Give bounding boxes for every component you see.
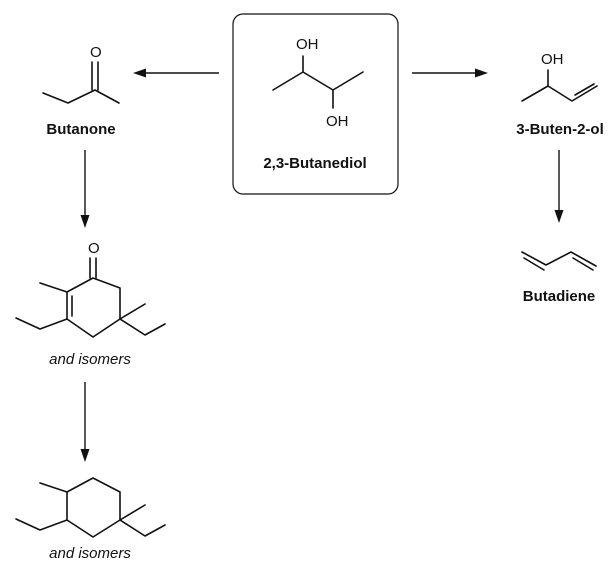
butanone-skeleton: [42, 89, 120, 104]
cyclohexenone-methyl-right: [119, 303, 146, 320]
cyclohexenone-ring: [66, 277, 121, 338]
butanone-oxygen: O: [90, 44, 102, 61]
cyclohexane-methyl: [39, 482, 68, 493]
butenol-name: 3-Buten-2-ol: [516, 121, 604, 138]
butadiene-double-right: [572, 257, 594, 271]
butanone-group: O Butanone: [42, 44, 120, 138]
butenol-oh: OH: [541, 51, 564, 68]
butanediol-box: [232, 13, 399, 195]
arrow-to-cyclohexane: [80, 382, 90, 462]
cyclohexenone-ethyl-left: [15, 317, 68, 330]
butanediol-skeleton: [272, 71, 364, 91]
cyclohexenone-carbonyl: [89, 257, 97, 279]
butanediol-oh-bottom: OH: [326, 113, 349, 130]
cyclohexane-ethyl-left: [15, 518, 68, 531]
cyclohexane-isomers-note: and isomers: [49, 545, 131, 562]
arrow-to-cyclohexenone: [80, 150, 90, 228]
cyclohexane-group: and isomers: [15, 477, 166, 562]
butenol-skeleton: [521, 85, 598, 102]
cyclohexane-ethyl-right: [119, 519, 166, 537]
cyclohexenone-methyl: [39, 282, 68, 293]
butadiene-name: Butadiene: [523, 288, 596, 305]
butanediol-oh-top: OH: [296, 36, 319, 53]
butanone-name: Butanone: [46, 121, 115, 138]
butanediol-group: OH OH 2,3-Butanediol: [232, 13, 399, 195]
butenol-vinyl-double: [574, 83, 595, 96]
cyclohexane-ring: [66, 477, 121, 538]
butadiene-skeleton: [521, 251, 597, 267]
arrow-to-butadiene: [554, 150, 564, 223]
cyclohexane-methyl-right: [119, 504, 146, 521]
butadiene-group: Butadiene: [521, 251, 597, 305]
butadiene-double-left: [523, 257, 545, 271]
cyclohexenone-oxygen: O: [88, 240, 100, 257]
butenol-group: OH 3-Buten-2-ol: [516, 51, 604, 138]
cyclohexenone-ethyl-right: [119, 318, 166, 336]
cyclohexenone-isomers-note: and isomers: [49, 351, 131, 368]
arrow-to-butenol: [412, 68, 488, 78]
butanone-carbonyl: [91, 61, 99, 91]
butanediol-name: 2,3-Butanediol: [263, 155, 366, 172]
arrow-to-butanone: [133, 68, 219, 78]
cyclohexenone-group: O and isomers: [15, 240, 166, 368]
